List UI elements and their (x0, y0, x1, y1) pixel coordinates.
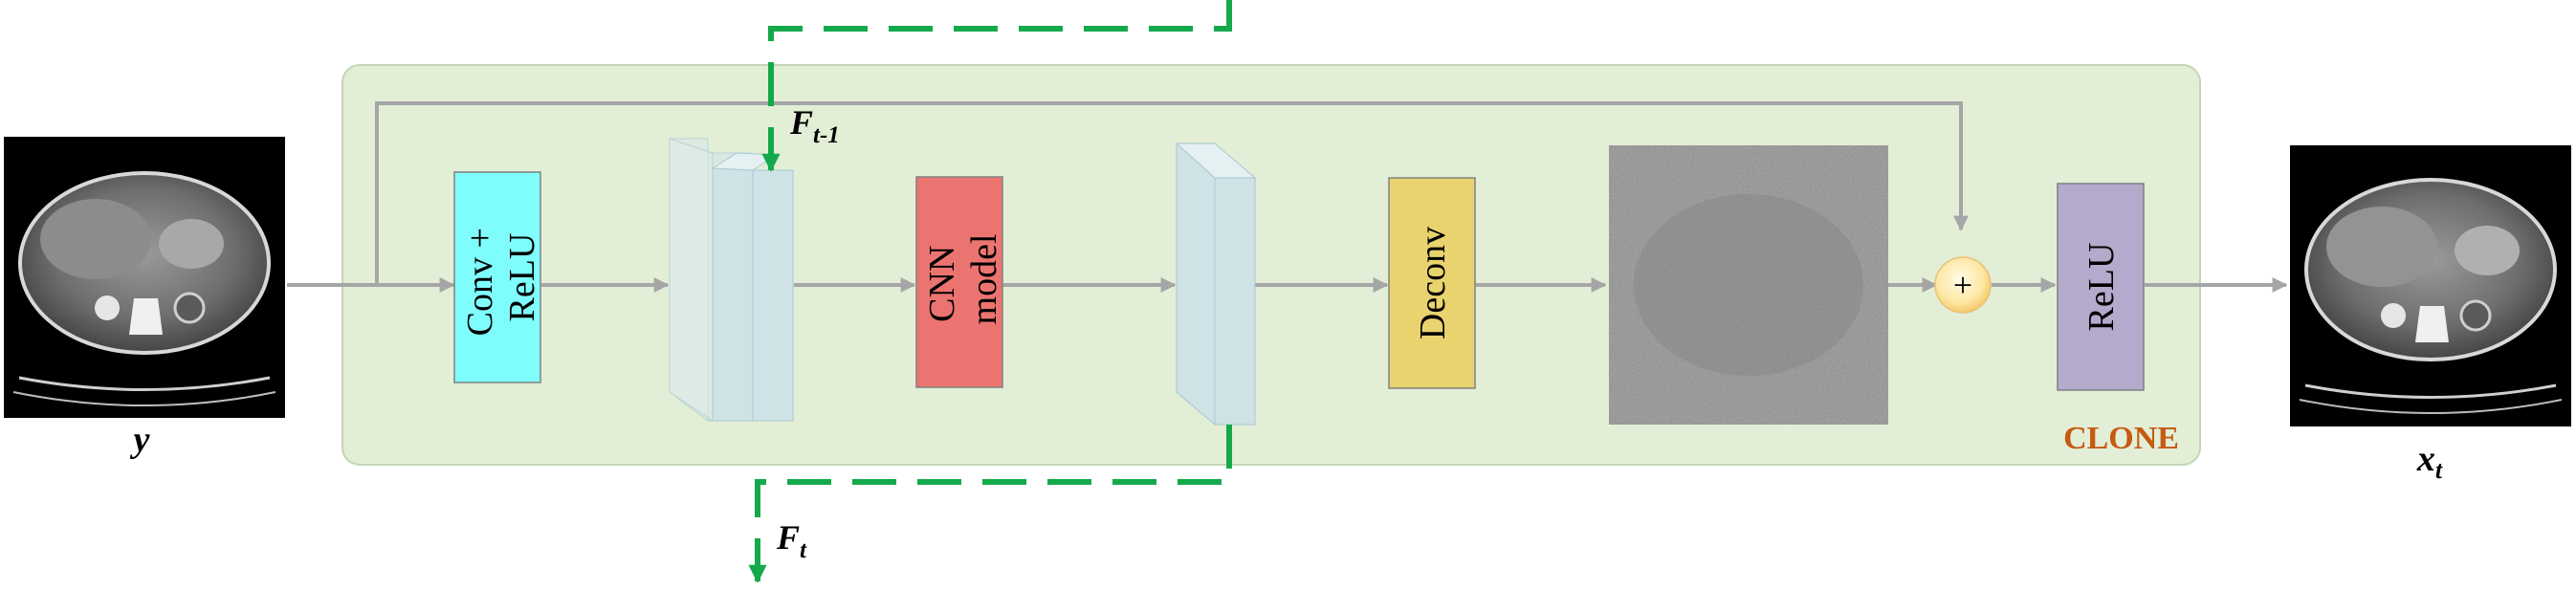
relu-label: ReLU (2081, 243, 2122, 332)
clone-panel (341, 64, 2201, 466)
deconv-label: Deconv (1413, 227, 1453, 339)
cnn-model-label: CNN model (922, 234, 1004, 325)
adder-symbol: + (1953, 266, 1972, 304)
feature-input-dashed-path (761, 0, 1232, 172)
feature-stack-input (669, 138, 794, 422)
deconv-block (1388, 177, 1476, 389)
output-label: xt (2416, 439, 2443, 484)
feature-stack-output (1175, 142, 1257, 426)
conv-relu-block (453, 171, 541, 383)
feature-output-dashed-path (748, 425, 1232, 583)
feature-in-label: Ft-1 (789, 103, 840, 148)
residual-noise-map (1609, 145, 1888, 425)
input-label: y (130, 420, 150, 460)
conv-relu-label: Conv + ReLU (460, 219, 542, 337)
ct-scan-input-image (4, 137, 285, 418)
adder-node-icon (1934, 256, 1992, 314)
ct-scan-output-image (2290, 145, 2571, 426)
skip-connection-arrow (375, 101, 1969, 285)
relu-block (2057, 183, 2145, 391)
cnn-model-block (915, 176, 1003, 388)
feature-out-label: Ft (776, 518, 807, 563)
clone-label: CLONE (2063, 421, 2179, 456)
